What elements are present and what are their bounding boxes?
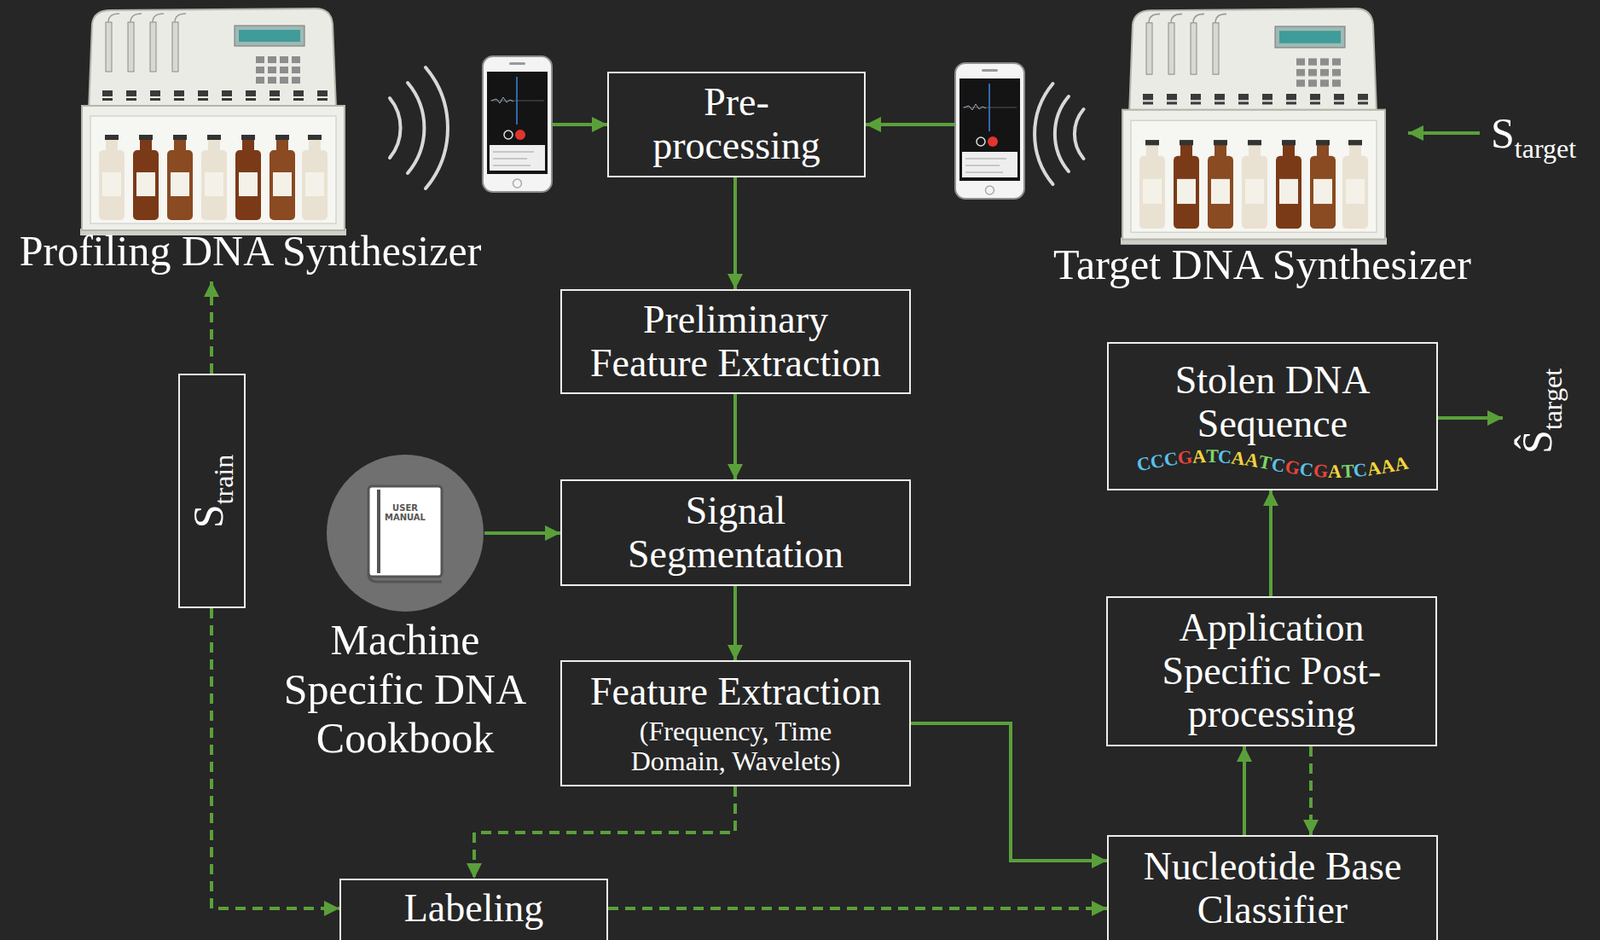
subscript-text: target (1514, 133, 1577, 164)
sound-waves (407, 82, 424, 174)
data-flow-arrow (910, 723, 1108, 861)
training-flow-arrow (608, 906, 1108, 911)
dna-base: T (1340, 461, 1355, 482)
process-box: Application Specific Post-processing (1106, 596, 1438, 747)
machine-label: Profiling DNA Synthesizer (19, 227, 482, 275)
phone-illustration (955, 63, 1025, 199)
dna-base: C (1298, 458, 1315, 480)
data-flow-arrow (484, 531, 561, 535)
sound-waves (1034, 83, 1053, 185)
dna-base: T (1205, 446, 1219, 465)
manual-icon (325, 453, 485, 613)
process-box-subtext: (Frequency, Time Domain, Wavelets) (608, 716, 864, 777)
icon-circle (326, 454, 484, 612)
process-box-text: Nucleotide Base Classifier (1123, 845, 1422, 932)
process-box: Feature Extraction(Frequency, Time Domai… (560, 660, 911, 787)
training-flow-arrow (474, 786, 736, 879)
training-flow-arrow (209, 281, 214, 374)
book-cover (368, 486, 442, 577)
data-flow-arrow (733, 177, 737, 290)
process-box-text: Signal Segmentation (584, 489, 887, 576)
dna-base: A (1392, 452, 1410, 475)
math-symbol: Starget (1490, 111, 1577, 163)
dna-base: C (1217, 446, 1234, 467)
dna-base: A (1191, 446, 1206, 466)
rotated-text-holder: Strain (185, 453, 239, 528)
machine-node: Profiling DNA Synthesizer (12, 5, 488, 282)
process-box-text: Labeling (404, 886, 545, 931)
symbol-text: S (184, 504, 232, 528)
synthesizer-illustration (1120, 8, 1387, 245)
process-box-text: Application Specific Post-processing (1122, 606, 1421, 737)
training-flow-arrow (1309, 746, 1313, 835)
phone-illustration (482, 56, 552, 192)
subscript-text: train (208, 453, 239, 505)
machine-node: Target DNA Synthesizer (1019, 5, 1506, 296)
data-flow-arrow (733, 585, 737, 661)
math-symbol: Ŝtarget (1515, 368, 1566, 454)
input-arrow (1408, 131, 1480, 135)
synthesizer-illustration (80, 8, 347, 236)
book-pages (368, 573, 442, 582)
process-box-text: Stolen DNA Sequence (1131, 359, 1414, 446)
process-box: Pre-processing (607, 71, 866, 178)
book-cover-text: USER MANUAL (379, 503, 431, 522)
dna-base: G (1176, 446, 1195, 468)
process-box-text: Feature Extraction (590, 670, 882, 714)
data-flow-arrow (1269, 490, 1273, 597)
subscript-text: target (1536, 368, 1568, 430)
process-box: Stolen DNA SequenceCCCGATCAATCGCGATCAAA (1107, 342, 1438, 491)
icon-node: USER MANUALMachine Specific DNA Cookbook (325, 453, 485, 613)
process-box: Signal Segmentation (560, 479, 911, 586)
sound-waves (425, 67, 448, 189)
dna-base: G (1312, 460, 1329, 481)
process-box-text: Pre-processing (634, 81, 840, 168)
data-flow-arrow (1242, 746, 1247, 835)
sound-waves (1055, 96, 1069, 172)
machine-label: Target DNA Synthesizer (1053, 241, 1472, 289)
icon-label: Machine Specific DNA Cookbook (264, 615, 546, 764)
output-arrow (1437, 416, 1503, 420)
process-box: Nucleotide Base Classifier (1107, 834, 1438, 940)
process-box-text: Preliminary Feature Extraction (584, 298, 887, 385)
dna-sequence: CCCGATCAATCGCGATCAAA (1136, 454, 1409, 474)
symbol-text: S (1490, 109, 1515, 157)
sound-waves (1074, 109, 1085, 159)
book-spine (376, 489, 381, 574)
symbol-box: Strain (178, 373, 246, 609)
sound-waves (389, 98, 401, 158)
dna-base: A (1327, 461, 1342, 481)
data-flow-arrow (733, 394, 737, 480)
process-box: Preliminary Feature Extraction (560, 289, 911, 395)
symbol-text: Ŝ (1513, 429, 1561, 454)
process-box: Labeling (339, 878, 609, 940)
